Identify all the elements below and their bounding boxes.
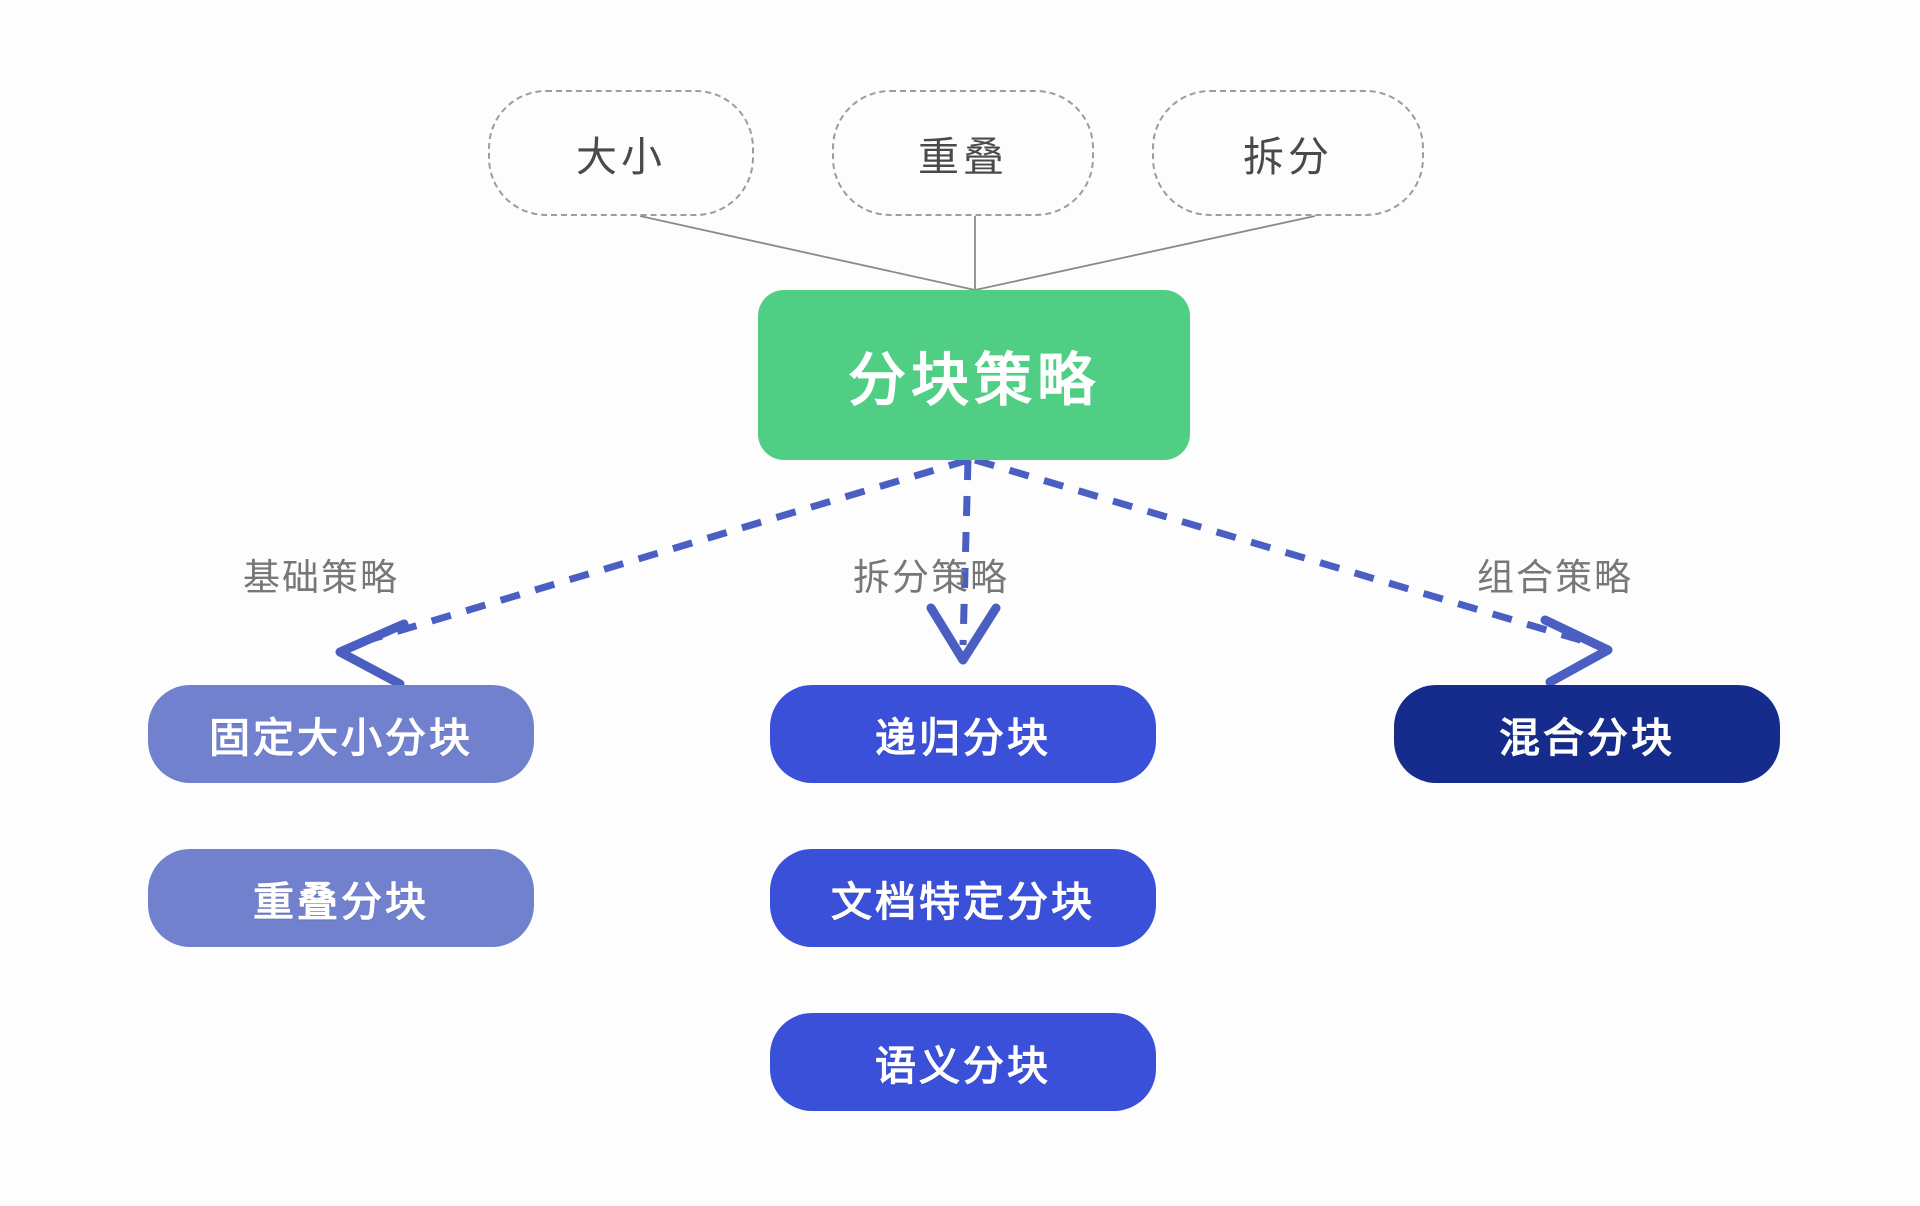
arrowhead-composite <box>1540 615 1613 687</box>
leaf-fixed-size-chunking[interactable]: 固定大小分块 <box>148 685 534 783</box>
root-node-label: 分块策略 <box>847 348 1100 413</box>
branch-label-split: 拆分策略 <box>853 547 1009 601</box>
branch-label-composite: 组合策略 <box>1477 547 1633 601</box>
leaf-recursive-chunking-label: 递归分块 <box>875 715 1051 761</box>
leaf-semantic-chunking-label: 语义分块 <box>875 1043 1051 1089</box>
branch-arrowheads <box>335 603 1613 689</box>
chip-size-label: 大小 <box>576 134 666 180</box>
chip-split-label: 拆分 <box>1243 134 1333 180</box>
leaf-semantic-chunking[interactable]: 语义分块 <box>770 1013 1156 1111</box>
root-node-chunking-strategy[interactable]: 分块策略 <box>758 290 1190 460</box>
branch-label-basic-text: 基础策略 <box>243 557 399 598</box>
leaf-hybrid-chunking-label: 混合分块 <box>1499 715 1675 761</box>
chip-overlap-label: 重叠 <box>918 134 1008 180</box>
branch-label-composite-text: 组合策略 <box>1477 557 1633 598</box>
leaf-recursive-chunking[interactable]: 递归分块 <box>770 685 1156 783</box>
chip-split[interactable]: 拆分 <box>1152 90 1424 216</box>
leaf-document-specific-chunking-label: 文档特定分块 <box>831 879 1095 925</box>
connector-size-to-root <box>639 215 976 291</box>
leaf-hybrid-chunking[interactable]: 混合分块 <box>1394 685 1780 783</box>
arrowhead-basic <box>335 619 409 689</box>
chip-size[interactable]: 大小 <box>488 90 754 216</box>
attribute-connectors <box>639 215 1316 291</box>
leaf-overlap-chunking-label: 重叠分块 <box>253 879 429 925</box>
connector-split-to-root <box>974 215 1316 291</box>
leaf-fixed-size-chunking-label: 固定大小分块 <box>209 715 473 761</box>
chip-overlap[interactable]: 重叠 <box>832 90 1094 216</box>
leaf-overlap-chunking[interactable]: 重叠分块 <box>148 849 534 947</box>
arrowhead-split <box>926 603 1001 665</box>
branch-label-basic: 基础策略 <box>243 547 399 601</box>
leaf-document-specific-chunking[interactable]: 文档特定分块 <box>770 849 1156 947</box>
branch-label-split-text: 拆分策略 <box>853 557 1009 598</box>
